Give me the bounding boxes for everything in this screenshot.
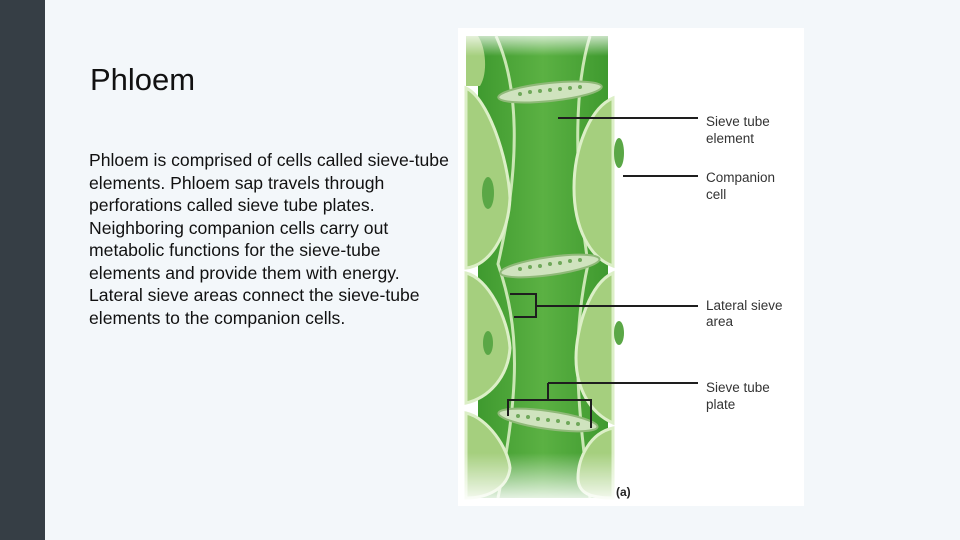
label-sieve-tube-element: Sieve tube element [706,114,774,146]
figure-caption: (a) [616,485,631,499]
nucleus-icon [614,321,624,345]
nucleus-icon [614,138,624,168]
companion-cells [464,36,624,500]
nucleus-icon [482,177,494,209]
slide-title: Phloem [90,62,196,97]
nucleus-icon [483,331,493,355]
bracket-sieve-plate [507,399,592,428]
phloem-diagram-svg: Sieve tube element Companion cell Latera… [458,28,786,506]
label-companion-cell: Companion cell [706,170,779,202]
sidebar-accent-bar [0,0,45,540]
sieve-plates [497,80,603,433]
slide-body-text: Phloem is comprised of cells called siev… [89,150,449,328]
phloem-diagram: Sieve tube element Companion cell Latera… [458,28,804,506]
label-sieve-tube-plate: Sieve tube plate [706,380,774,412]
label-lateral-sieve-area: Lateral sieve area [706,298,786,329]
leader-lines [507,117,698,428]
